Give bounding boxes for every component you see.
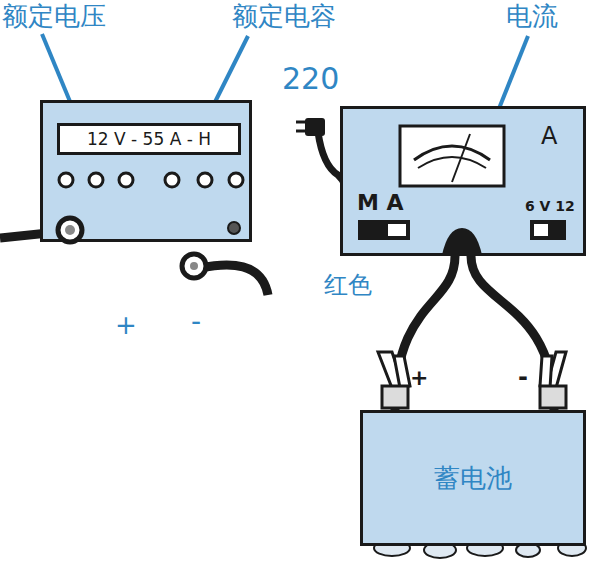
node-text: M A bbox=[357, 191, 404, 215]
wire-color-label: 红色 bbox=[324, 272, 372, 298]
negative-clip bbox=[190, 262, 198, 270]
node-text: - bbox=[191, 307, 201, 338]
callout-label: 额定电压 bbox=[2, 2, 106, 31]
voltage-label: 220 bbox=[282, 62, 339, 95]
node-text: A bbox=[541, 123, 557, 149]
node-text: 蓄电池 bbox=[434, 464, 512, 493]
storage-battery: 蓄电池 bbox=[360, 410, 586, 546]
callout-label: 电流 bbox=[506, 2, 558, 31]
node-text: 6 V 12 bbox=[525, 199, 575, 214]
clamp bbox=[378, 352, 410, 408]
rating-plate: 12 V - 55 A - H bbox=[57, 123, 241, 155]
clamp bbox=[540, 352, 566, 408]
negative-clip bbox=[182, 254, 206, 278]
charging-cable bbox=[471, 256, 554, 410]
node-text: + bbox=[115, 311, 137, 340]
terminal-wire bbox=[200, 265, 268, 295]
polarity-mark: + bbox=[410, 366, 428, 390]
plug-pin bbox=[296, 121, 306, 124]
callout-label: 额定电容 bbox=[232, 2, 336, 31]
charging-cable bbox=[395, 256, 455, 410]
plug bbox=[305, 118, 325, 136]
battery-panel: 12 V - 55 A - H+- bbox=[40, 100, 252, 242]
plug-pin bbox=[296, 130, 306, 133]
charger-box: A M A 6 V 12 bbox=[340, 106, 586, 256]
node-text: 12 V - 55 A - H bbox=[87, 130, 211, 149]
polarity-mark: - bbox=[518, 364, 528, 390]
